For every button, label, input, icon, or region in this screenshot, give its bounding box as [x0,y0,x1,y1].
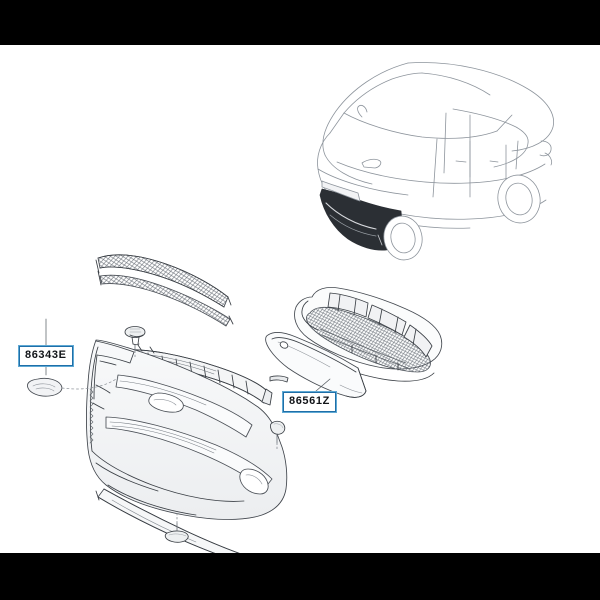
upper-grille-molding [95,254,234,327]
callout-part-number-86561z[interactable]: 86561Z [282,391,337,413]
leader-86561z [315,378,331,392]
bolt-fastener [124,326,146,358]
lower-grille-garnish [265,332,367,398]
leader-86343e-dashed [61,377,119,390]
push-clip-lower [164,512,189,543]
vehicle-reference-illustration [317,62,555,261]
parts-illustration [27,62,555,553]
diagram-plate: 86343E 86561Z [0,45,600,553]
emblem-cap-86343e [27,377,63,397]
front-bumper-cover [86,339,288,520]
push-clip-right [269,420,286,452]
letterbox-top [0,0,600,45]
letterbox-bottom [0,553,600,600]
callout-part-number-86343e[interactable]: 86343E [18,345,74,367]
